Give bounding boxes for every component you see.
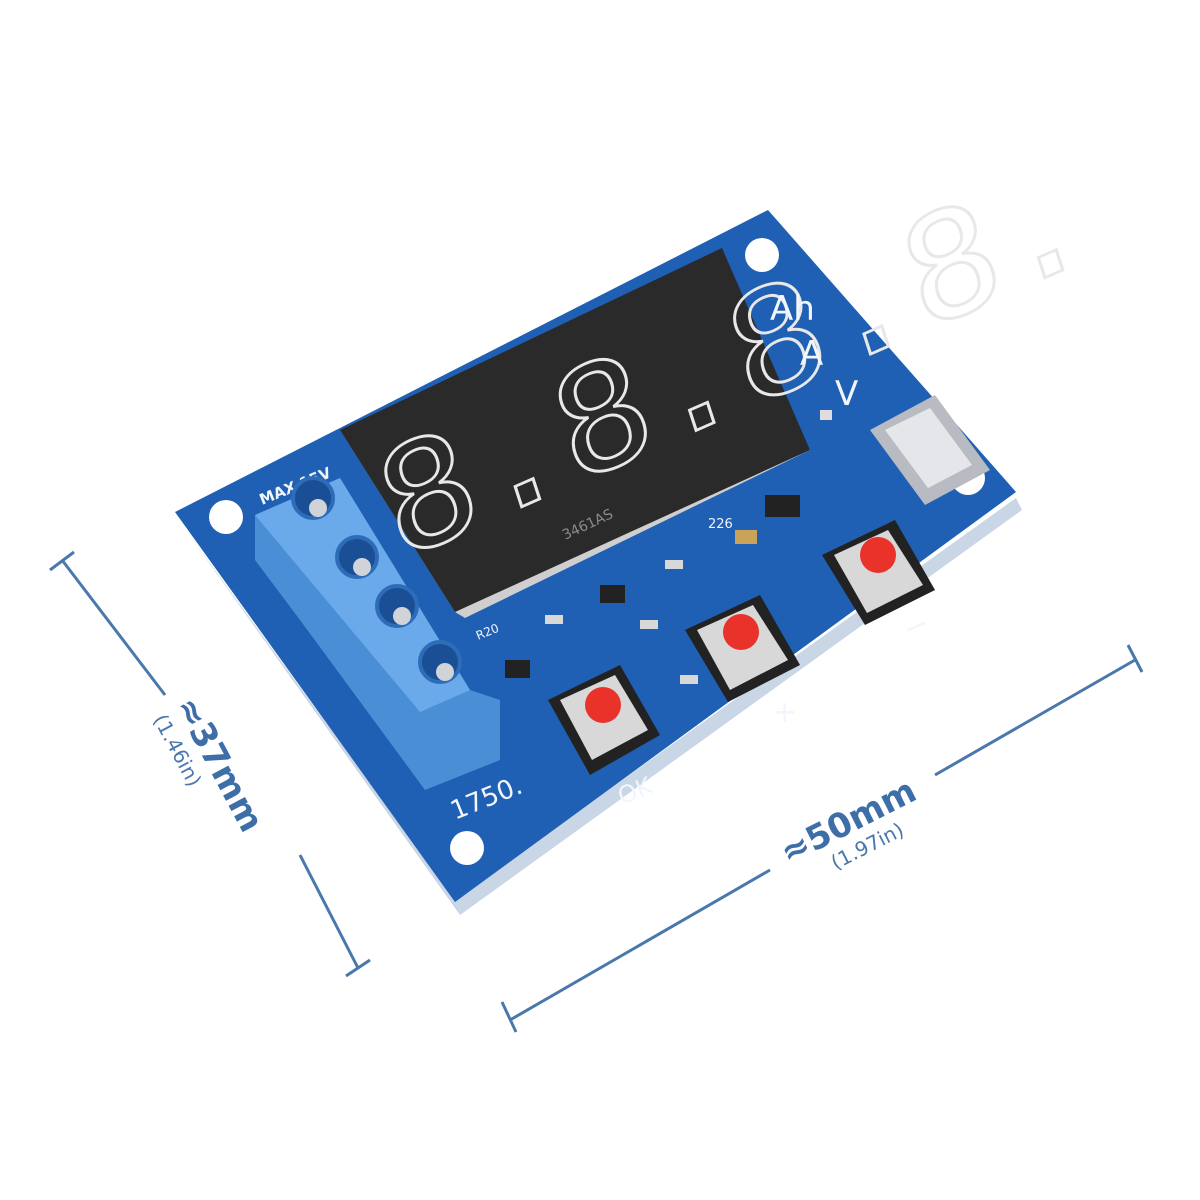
width-dimension (500, 644, 1144, 1033)
micro-usb-port (870, 395, 990, 505)
capacitor-label: 226 (708, 517, 733, 532)
unit-ah-label: Ah (770, 289, 815, 329)
smd-components (505, 410, 832, 684)
plus-label: + (772, 695, 797, 730)
unit-a-label: A (800, 334, 823, 374)
unit-v-label: V (835, 374, 858, 414)
seven-segment-display (340, 248, 810, 612)
minus-label: − (898, 606, 934, 648)
ok-button[interactable] (548, 665, 660, 775)
minus-button[interactable] (822, 520, 935, 625)
plus-button[interactable] (685, 595, 800, 702)
height-dimension (49, 550, 371, 978)
width-label: ≈50mm (1.97in) (774, 771, 923, 875)
screw-terminal-block (255, 476, 500, 790)
height-label: ≈37mm (1.46in) (149, 690, 272, 838)
